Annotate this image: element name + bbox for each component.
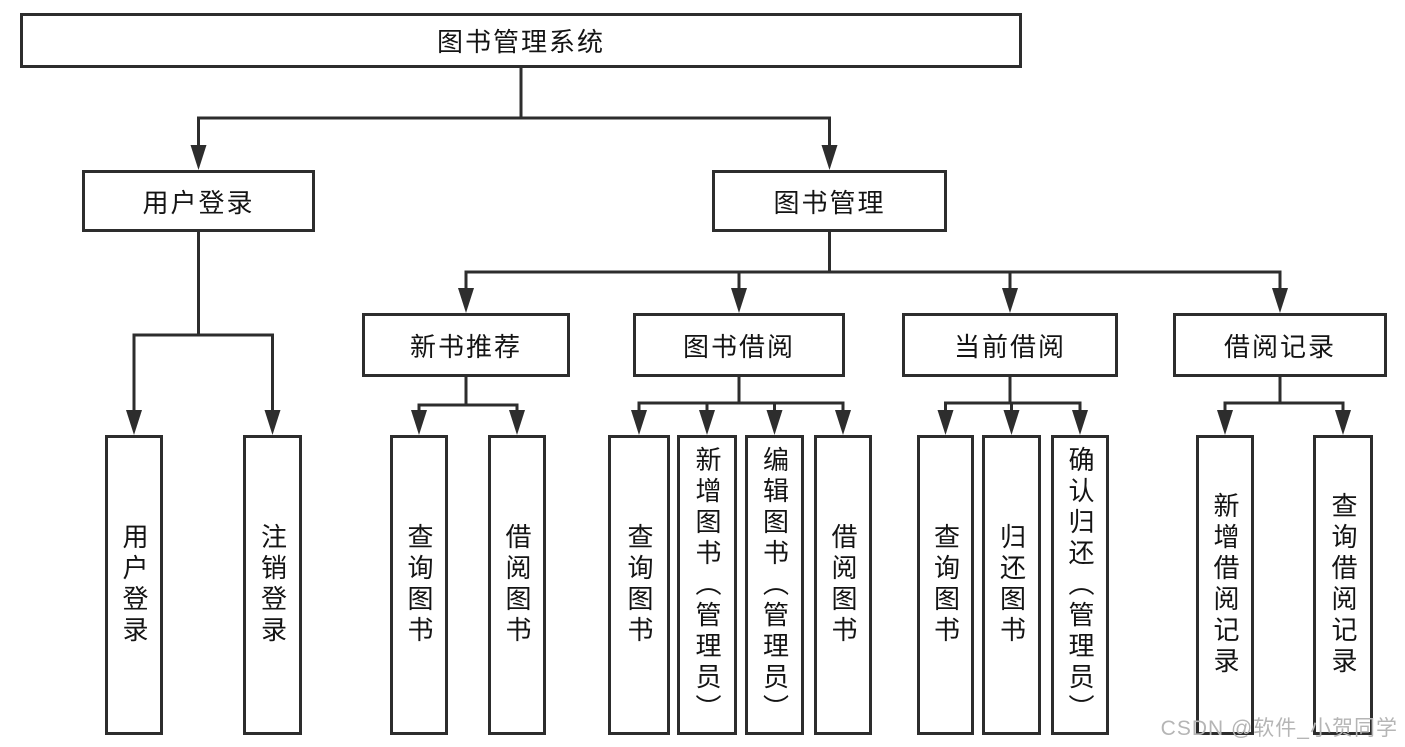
node-cb-confirm-return: 确认归还（管理员）: [1051, 435, 1109, 735]
node-label: 归还图书: [996, 523, 1027, 647]
node-bb-add-book: 新增图书（管理员）: [677, 435, 737, 735]
arrowhead-icon: [264, 410, 281, 435]
node-cb-return-book: 归还图书: [982, 435, 1041, 735]
watermark: CSDN @软件_小贺同学: [1160, 717, 1398, 740]
node-label: 用户登录: [142, 187, 255, 218]
node-rec-borrow-book: 借阅图书: [488, 435, 546, 735]
node-book-borrow: 图书借阅: [633, 313, 845, 377]
node-label: 确认归还（管理员）: [1065, 445, 1095, 725]
arrowhead-icon: [731, 288, 747, 313]
node-label: 编辑图书（管理员）: [759, 445, 790, 725]
node-br-query-record: 查询借阅记录: [1313, 435, 1373, 735]
node-label: 借阅图书: [502, 523, 532, 647]
node-label: 当前借阅: [953, 331, 1066, 362]
node-label: 新增图书（管理员）: [692, 445, 722, 725]
arrowhead-icon: [411, 410, 427, 435]
node-label: 借阅图书: [828, 523, 858, 647]
node-label: 查询图书: [930, 523, 961, 647]
arrowhead-icon: [835, 410, 851, 435]
arrowhead-icon: [126, 410, 142, 435]
arrowhead-icon: [1272, 288, 1288, 313]
node-cb-query-book: 查询图书: [917, 435, 974, 735]
node-new-book-rec: 新书推荐: [362, 313, 570, 377]
node-user-login-branch: 用户登录: [82, 170, 315, 232]
arrowhead-icon: [1335, 410, 1351, 435]
node-label: 注销登录: [257, 523, 288, 647]
node-label: 图书借阅: [682, 331, 795, 362]
node-current-borrow: 当前借阅: [902, 313, 1118, 377]
arrowhead-icon: [1003, 410, 1020, 435]
arrowhead-icon: [821, 145, 838, 170]
node-label: 新书推荐: [409, 331, 522, 362]
arrowhead-icon: [766, 410, 783, 435]
node-label: 查询图书: [404, 523, 434, 647]
node-bb-borrow-book: 借阅图书: [814, 435, 872, 735]
node-bb-edit-book: 编辑图书（管理员）: [745, 435, 804, 735]
node-leaf-logout: 注销登录: [243, 435, 302, 735]
node-label: 图书管理: [773, 187, 886, 218]
node-rec-query-book: 查询图书: [390, 435, 448, 735]
arrowhead-icon: [509, 410, 525, 435]
node-borrow-records: 借阅记录: [1173, 313, 1387, 377]
node-label: 图书管理系统: [436, 27, 605, 57]
arrowhead-icon: [458, 288, 474, 313]
node-label: 新增借阅记录: [1210, 492, 1240, 678]
node-label: 查询借阅记录: [1328, 492, 1358, 678]
arrowhead-icon: [1002, 288, 1018, 313]
node-root: 图书管理系统: [20, 13, 1022, 68]
node-label: 查询图书: [624, 523, 654, 647]
node-br-add-record: 新增借阅记录: [1196, 435, 1254, 735]
node-book-mgmt-branch: 图书管理: [712, 170, 947, 232]
arrowhead-icon: [937, 410, 954, 435]
node-label: 借阅记录: [1223, 331, 1336, 362]
arrowhead-icon: [190, 145, 207, 170]
node-leaf-user-login: 用户登录: [105, 435, 163, 735]
arrowhead-icon: [631, 410, 647, 435]
arrowhead-icon: [1072, 410, 1088, 435]
arrowhead-icon: [699, 410, 715, 435]
node-label: 用户登录: [119, 523, 149, 647]
arrowhead-icon: [1217, 410, 1233, 435]
node-bb-query-book: 查询图书: [608, 435, 670, 735]
